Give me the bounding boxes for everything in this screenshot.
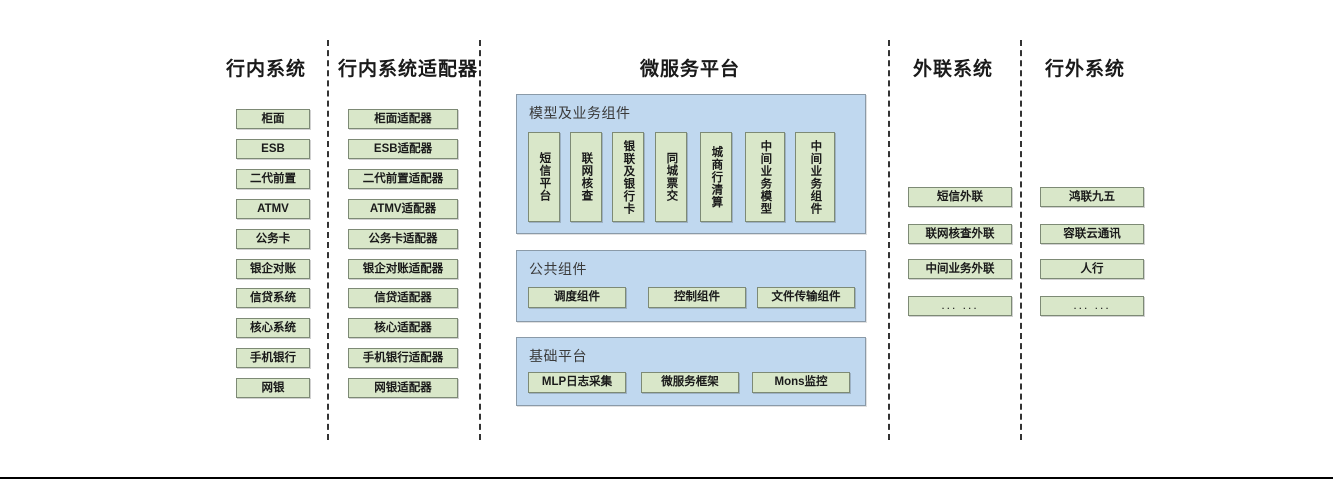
column-title-microservice-platform: 微服务平台 [639,59,740,80]
column-divider-1 [327,40,329,440]
node-public-component[interactable]: 控制组件 [648,287,746,308]
panel-public-components: 公共组件 [516,250,866,322]
node-in-bank-system[interactable]: ESB [236,139,310,159]
node-model-component[interactable]: 银联及银行卡 [612,132,644,222]
node-in-bank-system[interactable]: 二代前置 [236,169,310,189]
node-model-component[interactable]: 中间业务模型 [745,132,785,222]
node-in-bank-system[interactable]: 公务卡 [236,229,310,249]
node-external-link-system[interactable]: 短信外联 [908,187,1012,207]
node-model-component[interactable]: 城商行清算 [700,132,732,222]
column-title-in-bank-adapters: 行内系统适配器 [338,59,479,80]
node-model-component[interactable]: 短信平台 [528,132,560,222]
node-in-bank-adapter[interactable]: 柜面适配器 [348,109,458,129]
node-in-bank-system[interactable]: 网银 [236,378,310,398]
column-divider-2 [479,40,481,440]
column-title-external-link-systems: 外联系统 [912,59,993,80]
node-in-bank-adapter[interactable]: 信贷适配器 [348,288,458,308]
node-external-link-system[interactable]: 中间业务外联 [908,259,1012,279]
node-in-bank-system[interactable]: ATMV [236,199,310,219]
node-in-bank-adapter[interactable]: 核心适配器 [348,318,458,338]
node-in-bank-adapter[interactable]: 银企对账适配器 [348,259,458,279]
node-base-platform-component[interactable]: MLP日志采集 [528,372,626,393]
column-divider-3 [888,40,890,440]
panel-label-base-platform: 基础平台 [529,348,587,364]
node-external-link-system[interactable]: 联网核查外联 [908,224,1012,244]
node-in-bank-adapter[interactable]: 网银适配器 [348,378,458,398]
node-in-bank-adapter[interactable]: 二代前置适配器 [348,169,458,189]
node-in-bank-adapter[interactable]: ATMV适配器 [348,199,458,219]
node-public-component[interactable]: 调度组件 [528,287,626,308]
node-out-bank-system[interactable]: 鸿联九五 [1040,187,1144,207]
node-in-bank-adapter[interactable]: ESB适配器 [348,139,458,159]
node-model-component[interactable]: 同城票交 [655,132,687,222]
node-in-bank-system[interactable]: 信贷系统 [236,288,310,308]
node-public-component[interactable]: 文件传输组件 [757,287,855,308]
node-out-bank-system-ellipsis[interactable]: ... ... [1040,296,1144,316]
node-out-bank-system[interactable]: 容联云通讯 [1040,224,1144,244]
node-external-link-system-ellipsis[interactable]: ... ... [908,296,1012,316]
node-out-bank-system[interactable]: 人行 [1040,259,1144,279]
node-model-component[interactable]: 中间业务组件 [795,132,835,222]
column-title-in-bank-systems: 行内系统 [225,59,306,80]
node-in-bank-system[interactable]: 柜面 [236,109,310,129]
node-base-platform-component[interactable]: Mons监控 [752,372,850,393]
node-in-bank-adapter[interactable]: 手机银行适配器 [348,348,458,368]
column-title-out-bank-systems: 行外系统 [1044,59,1125,80]
node-in-bank-system[interactable]: 银企对账 [236,259,310,279]
node-in-bank-adapter[interactable]: 公务卡适配器 [348,229,458,249]
node-in-bank-system[interactable]: 手机银行 [236,348,310,368]
bottom-rule [0,477,1333,479]
panel-base-platform: 基础平台 [516,337,866,406]
node-in-bank-system[interactable]: 核心系统 [236,318,310,338]
panel-label-model-business-components: 模型及业务组件 [529,105,631,121]
column-divider-4 [1020,40,1022,440]
node-model-component[interactable]: 联网核查 [570,132,602,222]
panel-label-public-components: 公共组件 [529,261,587,277]
node-base-platform-component[interactable]: 微服务框架 [641,372,739,393]
